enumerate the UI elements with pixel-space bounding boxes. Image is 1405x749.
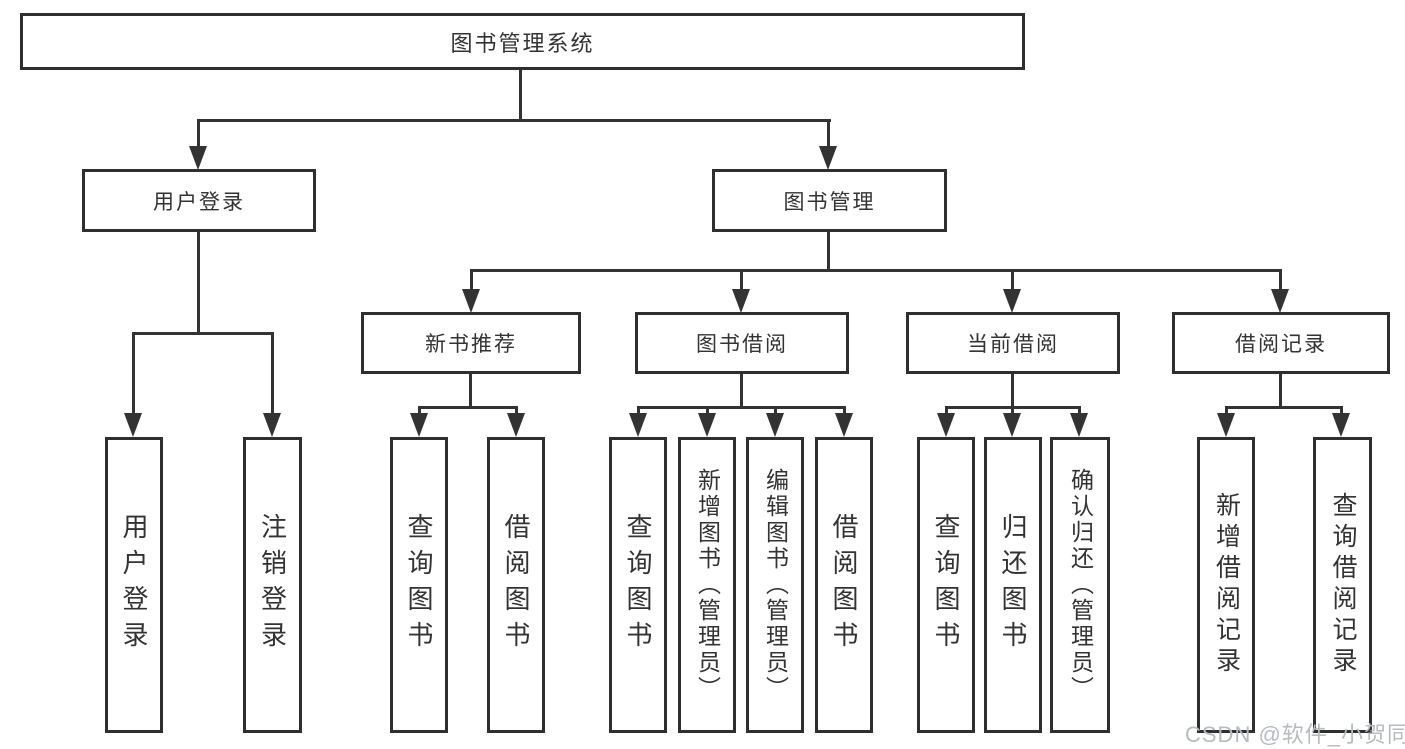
arrow-down-icon — [629, 413, 647, 437]
connector-drop-section — [470, 269, 473, 290]
leaf-node-label: 查询图书 — [623, 513, 653, 657]
connector-drop-leaf — [271, 332, 274, 414]
connector-user-login-stem — [197, 232, 200, 335]
arrow-down-icon — [124, 413, 142, 437]
arrow-down-icon — [766, 413, 784, 437]
branch-node-label: 用户登录 — [153, 190, 245, 214]
connector-drop-user-login — [197, 119, 200, 147]
leaf-node-confirm-return-admin: 确认归还（管理员） — [1050, 437, 1110, 733]
connector-section-stem — [1279, 374, 1282, 409]
connector-section-bar — [418, 406, 518, 409]
arrow-down-icon — [189, 146, 207, 170]
arrow-down-icon — [1217, 413, 1235, 437]
leaf-node-label: 查询图书 — [404, 513, 434, 657]
section-node-label: 当前借阅 — [967, 333, 1059, 356]
leaf-node-add-books-admin: 新增图书（管理员） — [678, 437, 736, 733]
leaf-node-borrow-books-2: 借阅图书 — [815, 437, 873, 733]
connector-drop-leaf — [132, 332, 135, 414]
connector-drop-leaf — [843, 406, 846, 415]
connector-drop-leaf — [1340, 406, 1343, 415]
connector-drop-leaf — [515, 406, 518, 415]
leaf-node-label: 查询图书 — [931, 513, 961, 657]
leaf-node-return-books: 归还图书 — [984, 437, 1042, 733]
branch-node-user-login: 用户登录 — [82, 169, 316, 232]
root-node-library-management-system: 图书管理系统 — [20, 13, 1025, 70]
leaf-node-label: 新增图书（管理员） — [694, 468, 721, 702]
section-node-current-borrowing: 当前借阅 — [906, 312, 1120, 374]
connector-root-bar — [197, 119, 831, 122]
section-node-new-book-recommendation: 新书推荐 — [361, 312, 581, 374]
arrow-down-icon — [937, 413, 955, 437]
branch-node-label: 图书管理 — [783, 190, 876, 214]
connector-section-stem — [469, 374, 472, 409]
connector-section-stem — [740, 374, 743, 409]
connector-drop-leaf — [418, 406, 421, 415]
arrow-down-icon — [1070, 413, 1088, 437]
leaf-node-user-login: 用户登录 — [105, 437, 163, 733]
connector-user-login-bar — [132, 332, 274, 335]
arrow-down-icon — [462, 289, 480, 313]
connector-drop-leaf — [774, 406, 777, 415]
section-node-book-borrowing: 图书借阅 — [635, 312, 849, 374]
connector-drop-leaf — [706, 406, 709, 415]
leaf-node-logout: 注销登录 — [243, 437, 302, 733]
leaf-node-label: 归还图书 — [998, 513, 1028, 657]
leaf-node-label: 借阅图书 — [829, 513, 859, 657]
connector-book-management-bar — [470, 269, 1282, 272]
section-node-label: 图书借阅 — [696, 333, 788, 356]
leaf-node-label: 用户登录 — [119, 513, 149, 657]
leaf-node-query-books-1: 查询图书 — [390, 437, 448, 733]
branch-node-book-management: 图书管理 — [712, 169, 947, 232]
leaf-node-query-books-2: 查询图书 — [609, 437, 667, 733]
arrow-down-icon — [1271, 289, 1289, 313]
connector-section-stem — [1011, 374, 1014, 409]
section-node-label: 借阅记录 — [1235, 333, 1327, 356]
connector-drop-book-management — [827, 119, 830, 147]
arrow-down-icon — [1003, 413, 1021, 437]
connector-drop-leaf — [945, 406, 948, 415]
arrow-down-icon — [507, 413, 525, 437]
leaf-node-label: 注销登录 — [257, 513, 288, 657]
leaf-node-label: 借阅图书 — [501, 513, 531, 657]
connector-section-bar — [637, 406, 846, 409]
leaf-node-query-books-3: 查询图书 — [917, 437, 975, 733]
connector-drop-section — [1279, 269, 1282, 290]
arrow-down-icon — [835, 413, 853, 437]
arrow-down-icon — [1332, 413, 1350, 437]
connector-drop-section — [740, 269, 743, 290]
connector-drop-leaf — [1078, 406, 1081, 415]
leaf-node-query-borrowing-record: 查询借阅记录 — [1313, 437, 1372, 733]
connector-book-management-stem — [827, 232, 830, 272]
connector-drop-section — [1011, 269, 1014, 290]
arrow-down-icon — [1003, 289, 1021, 313]
leaf-node-borrow-books-1: 借阅图书 — [487, 437, 545, 733]
section-node-borrowing-records: 借阅记录 — [1172, 312, 1390, 374]
arrow-down-icon — [263, 413, 281, 437]
arrow-down-icon — [698, 413, 716, 437]
leaf-node-label: 查询借阅记录 — [1329, 492, 1357, 678]
connector-drop-leaf — [1011, 406, 1014, 415]
connector-drop-leaf — [1225, 406, 1228, 415]
leaf-node-label: 编辑图书（管理员） — [762, 468, 789, 702]
connector-section-bar — [1225, 406, 1343, 409]
leaf-node-add-borrowing-record: 新增借阅记录 — [1197, 437, 1255, 733]
leaf-node-label: 新增借阅记录 — [1212, 492, 1241, 678]
root-node-label: 图书管理系统 — [450, 30, 595, 56]
connector-root-stem — [519, 70, 522, 122]
leaf-node-edit-books-admin: 编辑图书（管理员） — [746, 437, 804, 733]
section-node-label: 新书推荐 — [425, 333, 517, 356]
arrow-down-icon — [732, 289, 750, 313]
connector-drop-leaf — [637, 406, 640, 415]
leaf-node-label: 确认归还（管理员） — [1067, 468, 1094, 702]
arrow-down-icon — [819, 146, 837, 170]
arrow-down-icon — [410, 413, 428, 437]
csdn-watermark: CSDN @软件_小贺同学 — [1185, 722, 1405, 747]
